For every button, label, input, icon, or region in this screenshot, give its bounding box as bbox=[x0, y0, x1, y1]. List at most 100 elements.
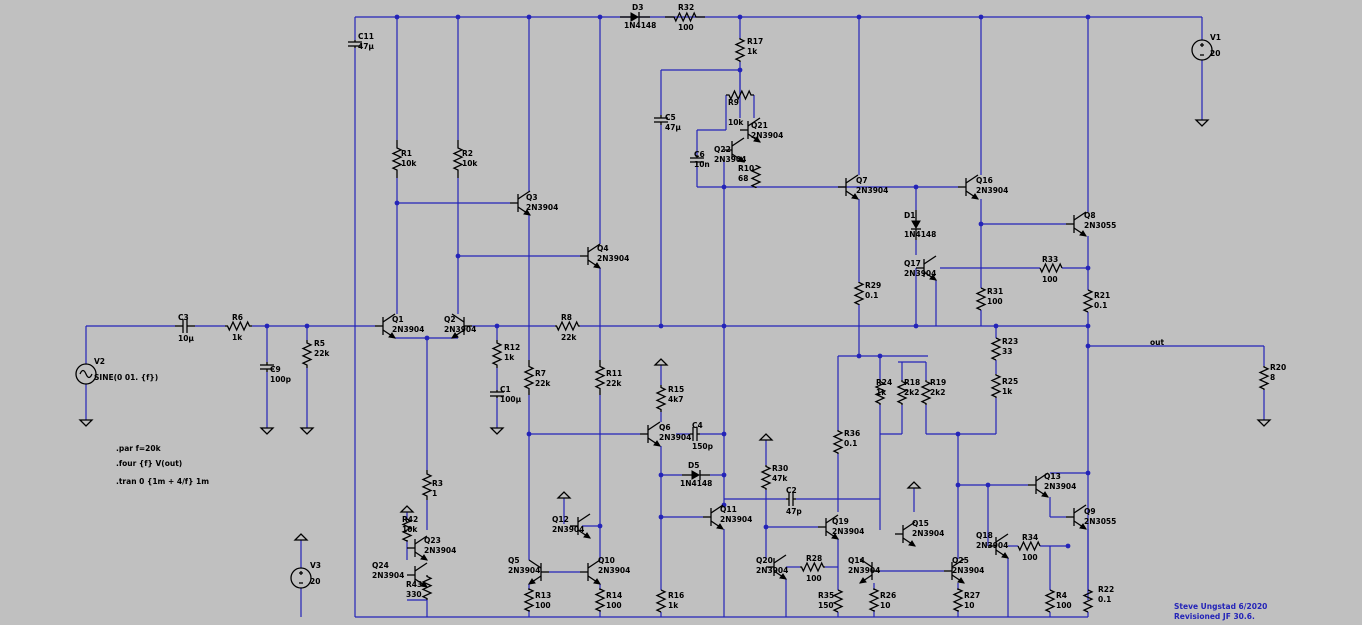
ground-symbol bbox=[1256, 419, 1272, 427]
junction-dot bbox=[597, 14, 603, 20]
r27-resistor bbox=[952, 587, 964, 613]
q13-transistor bbox=[1028, 472, 1049, 498]
c5-ref-label: C5 bbox=[665, 113, 676, 122]
r21-resistor bbox=[1082, 289, 1094, 313]
q24-ref-label: Q24 bbox=[372, 561, 389, 570]
q15-value-label: 2N3904 bbox=[912, 529, 944, 538]
r14-ref-label: R14 bbox=[606, 591, 622, 600]
q3-ref-label: Q3 bbox=[526, 193, 538, 202]
r11-ref-label: R11 bbox=[606, 369, 622, 378]
r23-resistor bbox=[990, 337, 1002, 361]
q16-value-label: 2N3904 bbox=[976, 186, 1008, 195]
q1-ref-label: Q1 bbox=[392, 315, 404, 324]
r16-ref-label: R16 bbox=[668, 591, 684, 600]
r27-value-label: 10 bbox=[964, 601, 974, 610]
r26-resistor bbox=[868, 587, 880, 613]
supply-flag bbox=[653, 358, 669, 366]
r8-ref-label: R8 bbox=[561, 313, 572, 322]
r24-resistor bbox=[874, 380, 886, 405]
junction-dot bbox=[1065, 543, 1071, 549]
r19-value-label: 2k2 bbox=[930, 388, 945, 397]
r32-resistor bbox=[665, 11, 705, 23]
q14-ref-label: Q14 bbox=[848, 556, 865, 565]
junction-dot bbox=[658, 323, 664, 329]
junction-dot bbox=[394, 200, 400, 206]
q13-ref-label: Q13 bbox=[1044, 472, 1061, 481]
r23-value-label: 33 bbox=[1002, 347, 1012, 356]
r18-value-label: 2k2 bbox=[904, 388, 919, 397]
q21-ref-label: Q21 bbox=[751, 121, 768, 130]
r30-resistor bbox=[760, 465, 772, 490]
q11-ref-label: Q11 bbox=[720, 505, 737, 514]
q11-value-label: 2N3904 bbox=[720, 515, 752, 524]
r18-resistor bbox=[896, 380, 908, 405]
r25-value-label: 1k bbox=[1002, 387, 1013, 396]
q23-transistor bbox=[407, 535, 428, 561]
wire-layer bbox=[85, 16, 1265, 618]
q22-ref-label: Q22 bbox=[714, 145, 731, 154]
q2-transistor bbox=[451, 313, 472, 339]
ground-symbol bbox=[299, 427, 315, 435]
r4-value-label: 100 bbox=[1056, 601, 1072, 610]
d5-value-label: 1N4148 bbox=[680, 479, 712, 488]
junction-dot bbox=[455, 253, 461, 259]
junction-dot bbox=[721, 323, 727, 329]
spice-directive-four: .four {f} V(out) bbox=[116, 459, 182, 468]
supply-flag bbox=[906, 481, 922, 489]
r36-resistor bbox=[832, 430, 844, 454]
ground-symbol bbox=[78, 419, 94, 427]
v2-value-label: SINE(0 01. {f}) bbox=[94, 373, 158, 382]
q6-ref-label: Q6 bbox=[659, 423, 671, 432]
d3-diode bbox=[620, 12, 650, 22]
author-credit: Steve Ungstad 6/2020 bbox=[1174, 602, 1267, 611]
q25-transistor bbox=[944, 558, 965, 584]
v3-ref-label: V3 bbox=[310, 561, 321, 570]
r29-value-label: 0.1 bbox=[865, 291, 878, 300]
r32-ref-label: R32 bbox=[678, 3, 694, 12]
q17-ref-label: Q17 bbox=[904, 259, 921, 268]
r34-resistor bbox=[1017, 540, 1041, 552]
c1-value-label: 100µ bbox=[500, 395, 522, 404]
r23-ref-label: R23 bbox=[1002, 337, 1018, 346]
q20-ref-label: Q20 bbox=[756, 556, 773, 565]
q21-transistor bbox=[740, 117, 761, 143]
c6-value-label: 10n bbox=[694, 160, 710, 169]
d1-value-label: 1N4148 bbox=[904, 230, 936, 239]
supply-flag bbox=[399, 505, 415, 513]
q1-transistor bbox=[375, 313, 396, 339]
r31-ref-label: R31 bbox=[987, 287, 1003, 296]
r31-resistor bbox=[975, 287, 987, 311]
r43-value-label: 330 bbox=[406, 590, 422, 599]
q18-value-label: 2N3904 bbox=[976, 541, 1008, 550]
q15-transistor bbox=[895, 521, 916, 547]
r7-resistor bbox=[523, 360, 535, 395]
q22-transistor bbox=[724, 137, 745, 163]
q2-value-label: 2N3904 bbox=[444, 325, 476, 334]
r20-ref-label: R20 bbox=[1270, 363, 1286, 372]
q14-transistor bbox=[859, 558, 880, 584]
junction-dot bbox=[856, 353, 862, 359]
q25-ref-label: Q25 bbox=[952, 556, 969, 565]
q20-transistor bbox=[766, 554, 787, 580]
q1-value-label: 2N3904 bbox=[392, 325, 424, 334]
q12-value-label: 2N3904 bbox=[552, 525, 584, 534]
c9-capacitor bbox=[260, 362, 274, 372]
c3-capacitor bbox=[175, 319, 195, 333]
r32-value-label: 100 bbox=[678, 23, 694, 32]
c3-value-label: 10µ bbox=[178, 334, 194, 343]
junction-dot bbox=[494, 323, 500, 329]
junction-dot bbox=[721, 184, 727, 190]
c6-ref-label: C6 bbox=[694, 150, 705, 159]
junction-dot bbox=[1085, 323, 1091, 329]
c5-capacitor bbox=[654, 115, 668, 125]
c11-capacitor bbox=[348, 40, 362, 48]
q4-value-label: 2N3904 bbox=[597, 254, 629, 263]
q10-transistor bbox=[580, 559, 601, 585]
r34-value-label: 100 bbox=[1022, 553, 1038, 562]
q19-transistor bbox=[818, 514, 839, 540]
junction-dot bbox=[455, 14, 461, 20]
r3-resistor bbox=[421, 470, 433, 500]
r31-value-label: 100 bbox=[987, 297, 1003, 306]
r19-resistor bbox=[920, 380, 932, 405]
